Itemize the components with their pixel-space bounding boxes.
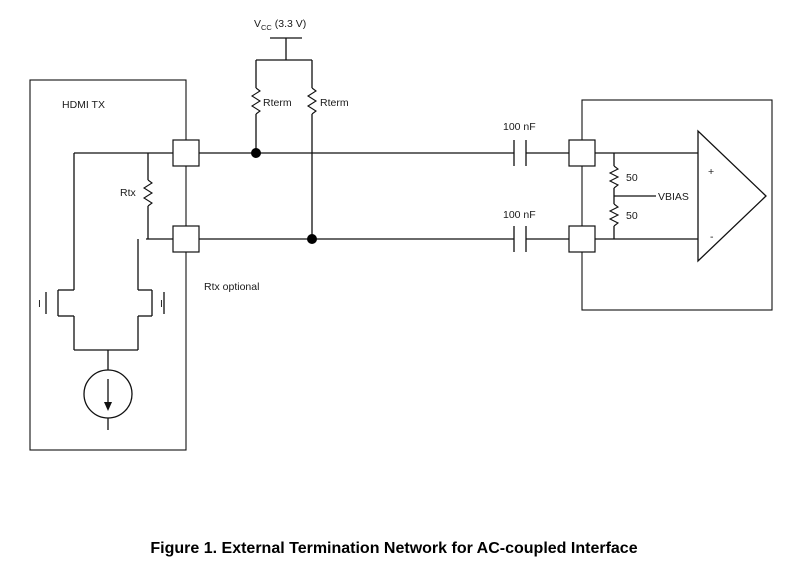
tx-pad-top: [172, 139, 200, 167]
vcc-supply: VCC (3.3 V): [254, 18, 312, 61]
junction-top: [251, 148, 261, 158]
rx-resistor-top: 50: [608, 153, 638, 196]
junction-bottom: [307, 234, 317, 244]
rterm-right-label: Rterm: [320, 97, 349, 109]
cap-bottom-label: 100 nF: [503, 209, 536, 221]
figure-caption: Figure 1. External Termination Network f…: [150, 540, 637, 557]
left-transistor: I: [38, 289, 75, 350]
minus-label: -: [710, 231, 714, 243]
rx-pad-bottom: [568, 225, 596, 253]
tx-pad-bottom: [172, 225, 200, 253]
cap-top-label: 100 nF: [503, 121, 536, 133]
res-top-label: 50: [626, 172, 638, 184]
receiver-block: 50 50 VBIAS + -: [581, 99, 773, 311]
current-right-label: I: [160, 298, 163, 310]
rx-resistor-bottom: 50: [608, 196, 638, 239]
rterm-left-label: Rterm: [263, 97, 292, 109]
plus-label: +: [708, 166, 714, 178]
rtx-label: Rtx: [120, 187, 137, 199]
hdmi-tx-block: HDMI TX Rtx I I: [29, 79, 187, 451]
comparator: + -: [697, 129, 767, 263]
vbias-label: VBIAS: [658, 191, 689, 203]
hdmi-tx-label: HDMI TX: [62, 99, 105, 111]
rtx-optional-label: Rtx optional: [204, 281, 259, 293]
current-left-label: I: [38, 298, 41, 310]
rx-pad-top: [568, 139, 596, 167]
rterm-right-resistor: Rterm: [306, 60, 349, 239]
current-source: [74, 349, 138, 430]
res-bottom-label: 50: [626, 210, 638, 222]
capacitor-bottom: 100 nF: [503, 209, 536, 252]
right-transistor: I: [137, 289, 165, 350]
rtx-resistor: Rtx: [120, 153, 154, 239]
vcc-label: VCC (3.3 V): [254, 18, 306, 32]
rterm-left-resistor: Rterm: [250, 60, 292, 153]
capacitor-top: 100 nF: [503, 121, 536, 166]
